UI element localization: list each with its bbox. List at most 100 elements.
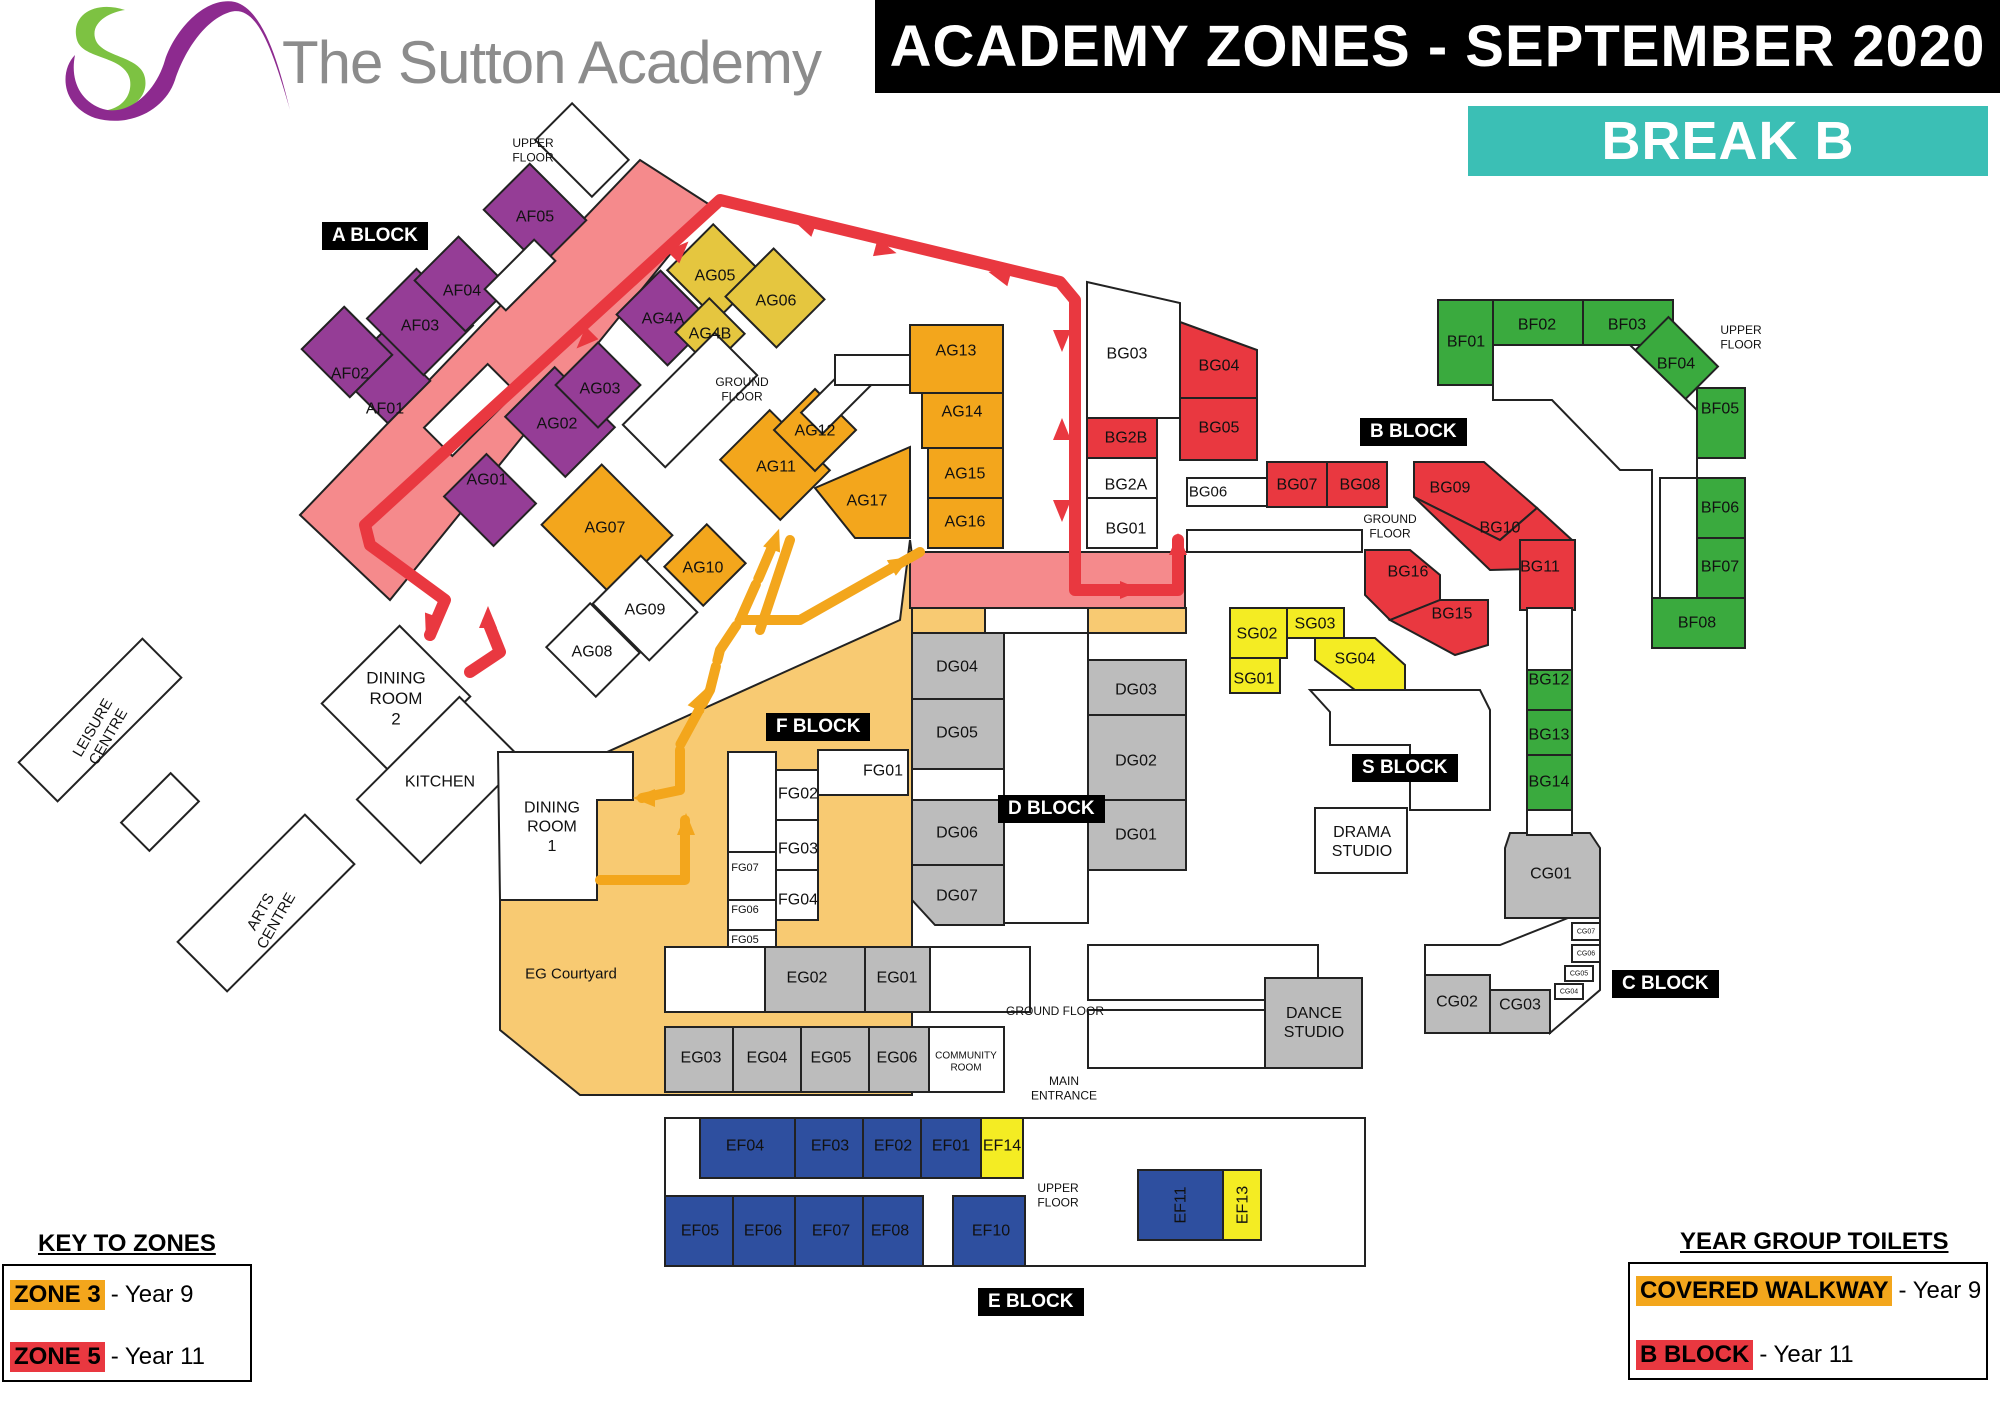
block-label-f: F BLOCK xyxy=(766,713,871,741)
room-bg05-label: BG05 xyxy=(1199,420,1240,437)
room-ag02-label: AG02 xyxy=(537,416,578,433)
orange-arrow-3 xyxy=(886,557,911,576)
room-ag03-label: AG03 xyxy=(580,381,621,398)
room-bg08 xyxy=(1326,461,1388,508)
room-dg04-label: DG04 xyxy=(936,659,978,676)
b-block-corridor xyxy=(1186,529,1363,553)
room-fg07-label: FG07 xyxy=(731,862,759,874)
key-zone5-row: ZONE 5 - Year 11 xyxy=(10,1342,205,1372)
block-label-e: E BLOCK xyxy=(978,1288,1084,1316)
room-bg08-label: BG08 xyxy=(1340,477,1381,494)
room-ef04-label: EF04 xyxy=(726,1138,764,1155)
room-bf04-label: BF04 xyxy=(1657,356,1695,373)
room-af02 xyxy=(300,305,394,399)
room-cg03-label: CG03 xyxy=(1499,997,1541,1014)
room-bg12 xyxy=(1526,607,1573,671)
red-arrow-11 xyxy=(1120,581,1142,599)
a-block-corridor-room xyxy=(422,362,518,458)
room-fg06-label: FG06 xyxy=(731,904,759,916)
room-eg06-label: EG06 xyxy=(877,1050,918,1067)
room-eg05-label: EG05 xyxy=(811,1050,852,1067)
room-dg05-label: DG05 xyxy=(936,725,978,742)
d-block-walkway-left xyxy=(911,607,986,634)
red-arrow-6 xyxy=(873,238,897,257)
key-zone3-chip: ZONE 3 xyxy=(10,1280,105,1310)
map-shapes xyxy=(17,101,1746,1267)
room-ef11-label: EF11 xyxy=(1173,1186,1190,1223)
key-walkway-row: COVERED WALKWAY - Year 9 xyxy=(1636,1276,1981,1306)
d-block-atrium xyxy=(1003,632,1089,924)
room-ag07-label: AG07 xyxy=(585,520,626,537)
room-bg2b-label: BG2B xyxy=(1105,430,1148,447)
room-dg03-label: DG03 xyxy=(1115,682,1157,699)
room-ef05-label: EF05 xyxy=(681,1223,719,1240)
red-arrow-7 xyxy=(988,268,1012,287)
room-ag01-label: AG01 xyxy=(467,472,508,489)
room-bg11 xyxy=(1519,539,1576,611)
room-fg05-label: FG05 xyxy=(731,934,759,946)
break-label: BREAK B xyxy=(1468,106,1988,176)
red-arrow-8 xyxy=(1053,330,1071,352)
room-bg14-label: BG14 xyxy=(1529,774,1570,791)
eg-courtyard-label: EG Courtyard xyxy=(525,965,617,982)
room-eg01-label: EG01 xyxy=(877,970,918,987)
room-cg02-label: CG02 xyxy=(1436,994,1478,1011)
room-ag13-label: AG13 xyxy=(936,343,977,360)
room-sg04-label: SG04 xyxy=(1335,651,1376,668)
orange-arrow-1 xyxy=(677,813,695,835)
key-zones-title: KEY TO ZONES xyxy=(38,1230,216,1257)
room-bg11-label: BG11 xyxy=(1520,559,1560,576)
room-ag17-label: AG17 xyxy=(847,493,888,510)
room-dg06-label: DG06 xyxy=(936,825,978,842)
room-cg06-label: CG06 xyxy=(1577,950,1595,957)
red-route-end xyxy=(464,616,506,678)
red-arrow-9 xyxy=(1053,418,1071,440)
key-bblock-text: - Year 11 xyxy=(1759,1341,1854,1368)
community-room xyxy=(928,1026,1005,1093)
room-ef13-label: EF13 xyxy=(1235,1186,1252,1224)
room-eg03-label: EG03 xyxy=(681,1050,722,1067)
map-routes xyxy=(359,194,1187,885)
room-cg01-label: CG01 xyxy=(1530,866,1572,883)
room-sg02-label: SG02 xyxy=(1237,626,1278,643)
drama-studio xyxy=(1314,807,1408,874)
room-bg15-label: BG15 xyxy=(1432,606,1473,623)
room-bg10-label: BG10 xyxy=(1480,520,1521,537)
e-ground-corridor xyxy=(929,946,1031,1013)
e-ground-rooms xyxy=(1087,1009,1266,1069)
room-dg02-label: DG02 xyxy=(1115,753,1157,770)
room-bf07-label: BF07 xyxy=(1701,559,1739,576)
room-cg05-label: CG05 xyxy=(1570,970,1588,977)
room-ag4a-label: AG4A xyxy=(642,311,685,328)
room-eg04-label: EG04 xyxy=(747,1050,788,1067)
key-zone3-text: - Year 9 xyxy=(110,1281,194,1308)
key-walkway-chip: COVERED WALKWAY xyxy=(1636,1276,1893,1306)
room-ag08 xyxy=(544,601,642,699)
key-zones-box: ZONE 3 - Year 9 ZONE 5 - Year 11 xyxy=(2,1264,252,1382)
key-zone5-text: - Year 11 xyxy=(110,1343,205,1370)
room-ag10-label: AG10 xyxy=(683,560,724,577)
room-fg02-label: FG02 xyxy=(778,786,818,803)
room-dg07-label: DG07 xyxy=(936,888,978,905)
key-toilets-title: YEAR GROUP TOILETS xyxy=(1680,1228,1949,1255)
room-fg01-label: FG01 xyxy=(863,763,903,780)
room-eg02-label: EG02 xyxy=(787,970,828,987)
leisure-link xyxy=(119,771,201,853)
room-ag10 xyxy=(662,522,748,608)
room-bg03-label: BG03 xyxy=(1107,346,1148,363)
room-fg03-label: FG03 xyxy=(778,841,818,858)
room-sg03-label: SG03 xyxy=(1295,616,1336,633)
a-block-upper-stair xyxy=(533,101,631,199)
red-arrow-3 xyxy=(666,241,689,264)
room-bg01 xyxy=(1086,497,1158,549)
room-ag09-label: AG09 xyxy=(625,602,666,619)
room-bg2a-label: BG2A xyxy=(1105,477,1148,494)
room-bf06-label: BF06 xyxy=(1701,500,1739,517)
key-bblock-chip: B BLOCK xyxy=(1636,1340,1754,1370)
key-toilets-box: COVERED WALKWAY - Year 9 B BLOCK - Year … xyxy=(1628,1262,1988,1380)
room-bf01-label: BF01 xyxy=(1447,334,1485,351)
block-label-c: C BLOCK xyxy=(1612,970,1719,998)
